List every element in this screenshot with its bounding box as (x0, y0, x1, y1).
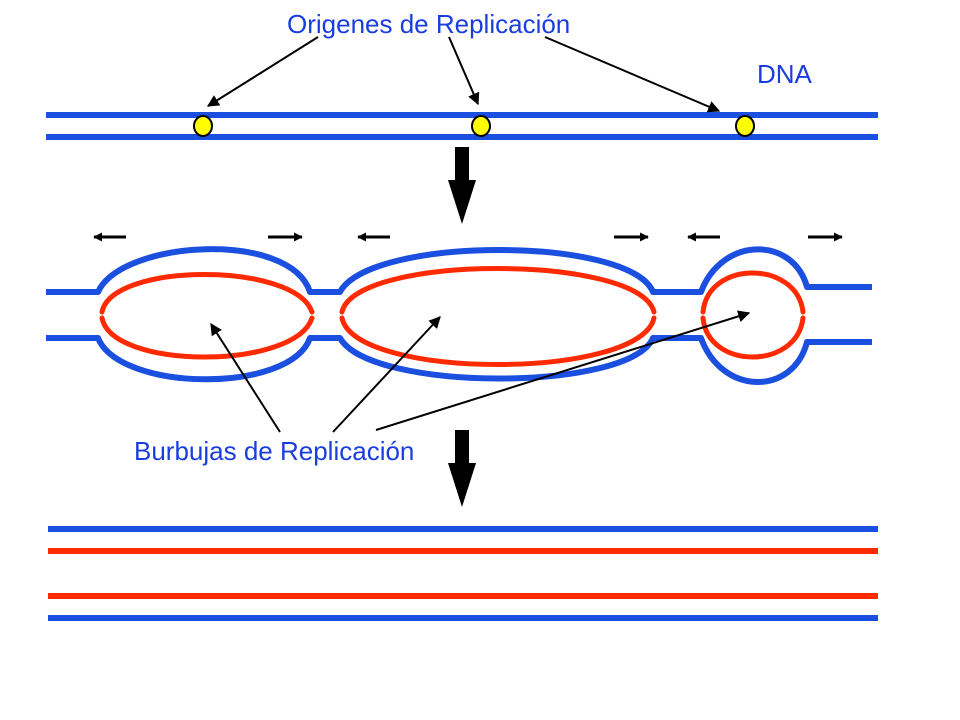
bubble-pointers (210, 310, 751, 433)
origin-1 (193, 115, 213, 137)
bubbles-label: Burbujas de Replicación (134, 436, 414, 466)
bubble-parent-bottom (46, 335, 872, 385)
bubble-pointer-3 (375, 310, 751, 431)
origins-label: Origenes de Replicación (287, 9, 570, 39)
bubble-3-new-bottom (700, 315, 806, 360)
dna-label: DNA (757, 59, 813, 89)
bubble-2-new-bottom (339, 315, 657, 367)
origin-pointer-2 (448, 36, 480, 106)
origin-3 (735, 115, 755, 137)
bubble-pointer-2 (332, 316, 441, 433)
bubble-1-new-bottom (99, 315, 315, 360)
bubble-1-new-top (99, 272, 315, 315)
bubble-2-new-top (339, 266, 657, 315)
origin-pointer-3 (544, 36, 721, 113)
stage-replication-bubbles (46, 232, 872, 385)
origin-pointers (206, 36, 721, 113)
stage-parental-dna (46, 112, 878, 140)
origin-pointer-1 (206, 36, 319, 107)
stage-daughter-dna (48, 526, 878, 621)
bubble-parent-top (46, 246, 872, 295)
bubble-3-new-top (700, 270, 806, 315)
bubble-pointer-1 (210, 322, 281, 433)
origin-2 (471, 115, 491, 137)
down-arrow-1 (448, 147, 476, 224)
down-arrow-2 (448, 430, 476, 507)
